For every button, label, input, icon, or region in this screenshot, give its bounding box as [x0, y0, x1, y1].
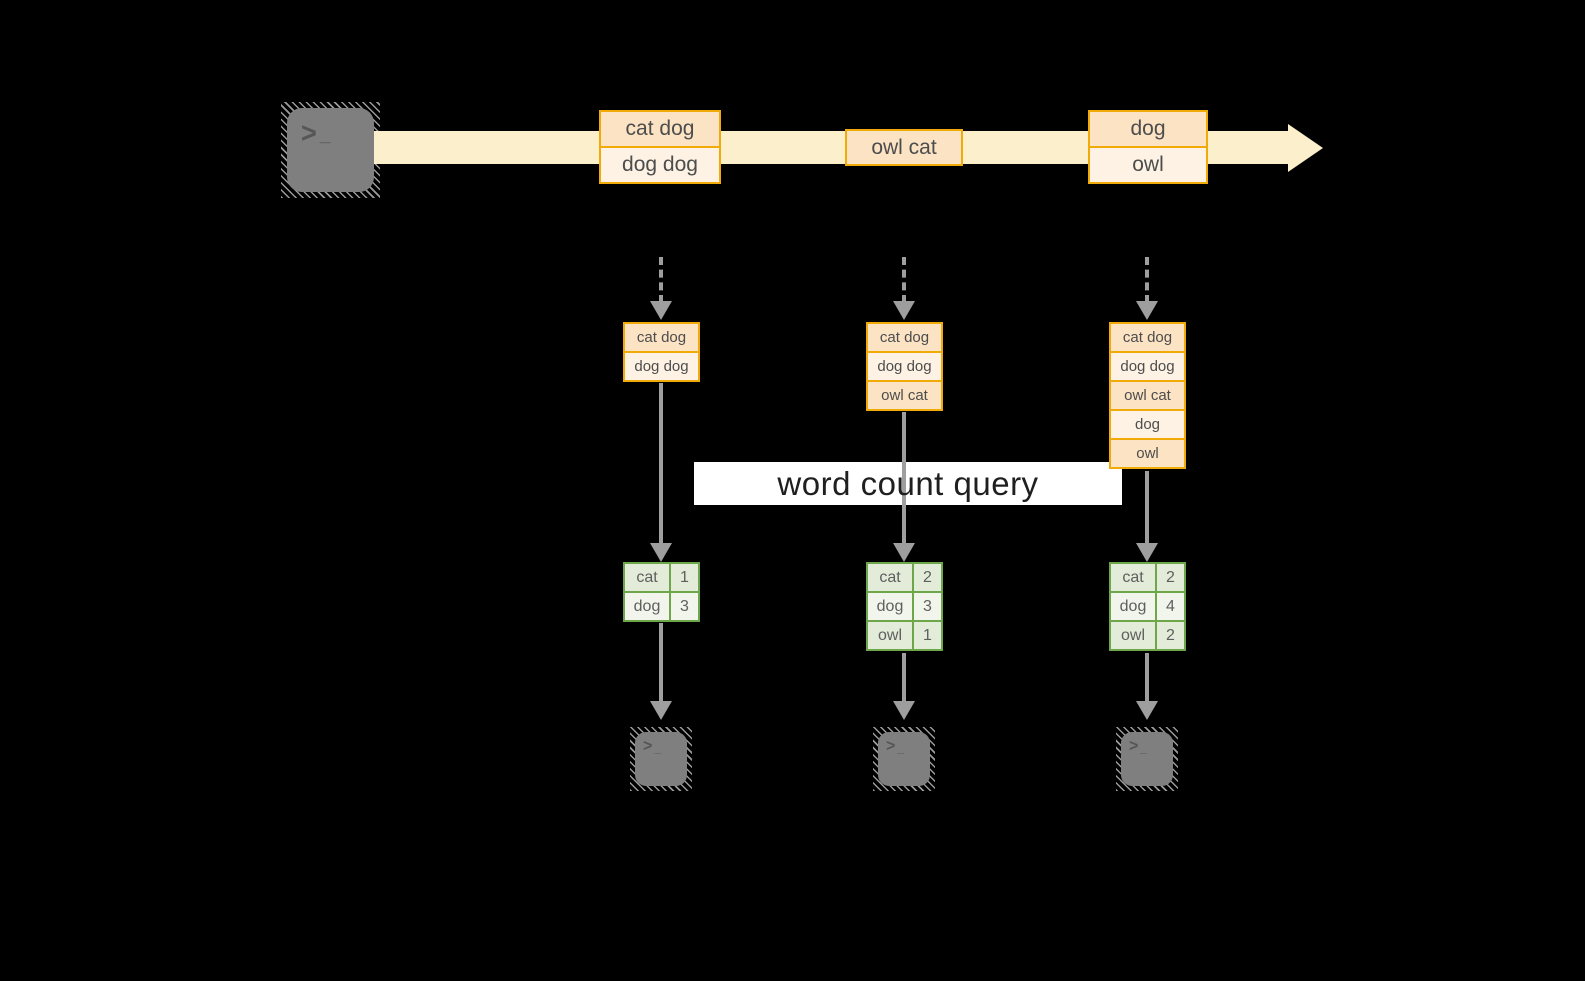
dashed-arrowhead-1	[650, 301, 672, 320]
state-record: cat dog	[868, 324, 941, 351]
terminal-output-body: > _	[635, 732, 687, 786]
dashed-arrow-line-2	[902, 257, 906, 303]
stream-batch-2: owl cat	[845, 129, 963, 166]
count-value: 2	[1155, 622, 1184, 649]
count-value: 1	[669, 564, 698, 591]
count-word: dog	[1111, 593, 1155, 620]
count-word: cat	[625, 564, 669, 591]
query-arrowhead-1	[650, 543, 672, 562]
prompt-chevron: >	[1129, 737, 1139, 756]
prompt-underscore: _	[654, 741, 662, 755]
terminal-source-icon: > _	[281, 102, 380, 198]
output-arrowhead-3	[1136, 701, 1158, 720]
query-arrow-line-2	[902, 412, 906, 543]
query-arrowhead-3	[1136, 543, 1158, 562]
state-record: owl cat	[1111, 380, 1184, 409]
output-arrow-line-2	[902, 653, 906, 701]
terminal-output-body: > _	[878, 732, 930, 786]
state-record: dog dog	[625, 351, 698, 380]
query-label: word count query	[777, 464, 1039, 502]
batch-record: cat dog	[601, 112, 719, 146]
count-value: 1	[912, 622, 941, 649]
count-row: owl 2	[1111, 620, 1184, 649]
dashed-arrowhead-2	[893, 301, 915, 320]
state-record: cat dog	[625, 324, 698, 351]
prompt-underscore: _	[897, 741, 905, 755]
count-row: owl 1	[868, 620, 941, 649]
count-row: cat 1	[625, 564, 698, 591]
count-word: cat	[1111, 564, 1155, 591]
batch-record: dog dog	[601, 146, 719, 182]
count-value: 3	[912, 593, 941, 620]
terminal-output-icon-1: > _	[630, 727, 692, 791]
query-arrow-line-1	[659, 383, 663, 543]
state-box-3: cat dog dog dog owl cat dog owl	[1109, 322, 1186, 469]
dashed-arrow-line-1	[659, 257, 663, 303]
stream-batch-1: cat dog dog dog	[599, 110, 721, 184]
count-word: cat	[868, 564, 912, 591]
count-word: owl	[868, 622, 912, 649]
prompt-underscore: _	[1140, 741, 1148, 755]
terminal-output-body: > _	[1121, 732, 1173, 786]
count-value: 3	[669, 593, 698, 620]
state-record: owl cat	[868, 380, 941, 409]
terminal-prompt-icon: > _	[301, 117, 331, 149]
state-record: dog	[1111, 409, 1184, 438]
count-row: cat 2	[868, 564, 941, 591]
terminal-output-icon-3: > _	[1116, 727, 1178, 791]
count-word: dog	[625, 593, 669, 620]
query-arrowhead-2	[893, 543, 915, 562]
output-arrowhead-2	[893, 701, 915, 720]
terminal-prompt-icon: > _	[1129, 737, 1148, 756]
count-value: 2	[912, 564, 941, 591]
count-table-1: cat 1 dog 3	[623, 562, 700, 622]
count-row: dog 3	[625, 591, 698, 620]
count-row: cat 2	[1111, 564, 1184, 591]
terminal-prompt-icon: > _	[643, 737, 662, 756]
prompt-chevron: >	[643, 737, 653, 756]
batch-record: dog	[1090, 112, 1206, 146]
output-arrowhead-1	[650, 701, 672, 720]
count-value: 4	[1155, 593, 1184, 620]
count-table-2: cat 2 dog 3 owl 1	[866, 562, 943, 651]
count-word: owl	[1111, 622, 1155, 649]
query-arrow-line-3	[1145, 471, 1149, 543]
state-box-2: cat dog dog dog owl cat	[866, 322, 943, 411]
batch-record: owl	[1090, 146, 1206, 182]
state-record: dog dog	[868, 351, 941, 380]
stream-batch-3: dog owl	[1088, 110, 1208, 184]
prompt-underscore: _	[319, 125, 331, 146]
state-box-1: cat dog dog dog	[623, 322, 700, 382]
dashed-arrowhead-3	[1136, 301, 1158, 320]
terminal-output-icon-2: > _	[873, 727, 935, 791]
stream-arrowhead-icon	[1288, 124, 1323, 172]
terminal-prompt-icon: > _	[886, 737, 905, 756]
output-arrow-line-1	[659, 623, 663, 701]
state-record: owl	[1111, 438, 1184, 467]
terminal-source-body: > _	[287, 108, 374, 192]
prompt-chevron: >	[886, 737, 896, 756]
count-table-3: cat 2 dog 4 owl 2	[1109, 562, 1186, 651]
output-arrow-line-3	[1145, 653, 1149, 701]
count-value: 2	[1155, 564, 1184, 591]
count-row: dog 3	[868, 591, 941, 620]
count-row: dog 4	[1111, 591, 1184, 620]
dashed-arrow-line-3	[1145, 257, 1149, 303]
query-band	[694, 462, 1122, 505]
count-word: dog	[868, 593, 912, 620]
state-record: cat dog	[1111, 324, 1184, 351]
batch-record: owl cat	[847, 131, 961, 164]
prompt-chevron: >	[301, 117, 317, 149]
state-record: dog dog	[1111, 351, 1184, 380]
